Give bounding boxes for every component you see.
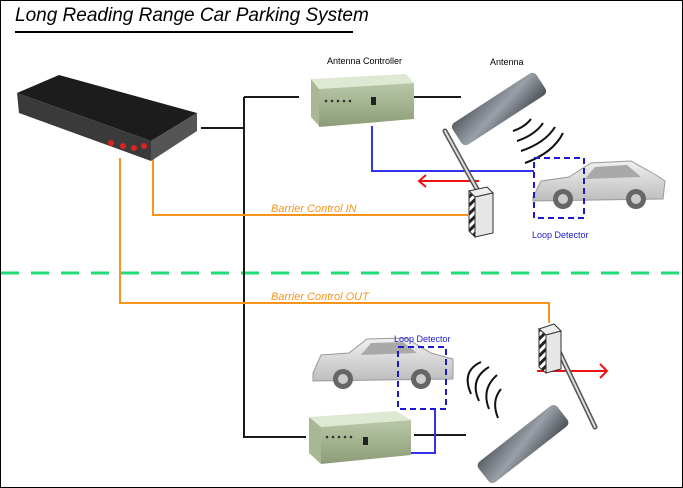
label-loop-detector-out: Loop Detector — [394, 334, 451, 344]
barrier-control-wires — [119, 158, 550, 323]
loop-detector-box-out — [397, 346, 447, 410]
car-exiting — [312, 337, 454, 389]
antenna-controller-device-bottom — [309, 411, 411, 464]
loop-detector-wires — [371, 126, 534, 454]
data-bus-wires — [201, 96, 466, 438]
label-antenna-controller: Antenna Controller — [327, 56, 403, 66]
antenna-controller-device-top — [311, 74, 414, 127]
barrier-gate-out — [538, 323, 598, 430]
page-title: Long Reading Range Car Parking System — [15, 5, 369, 26]
label-barrier-control-in: Barrier Control IN — [271, 203, 357, 215]
antenna-top — [451, 72, 547, 146]
antenna-bottom — [477, 404, 569, 484]
car-entering — [532, 160, 666, 209]
signal-waves-bottom — [466, 361, 502, 419]
label-antenna: Antenna — [490, 57, 524, 67]
direction-arrow-in — [417, 174, 479, 188]
signal-waves-top — [512, 118, 564, 164]
label-barrier-control-out: Barrier Control OUT — [271, 291, 369, 303]
barrier-gate-in — [442, 128, 494, 239]
loop-detector-box-in — [533, 157, 585, 219]
access-controller-device — [17, 75, 197, 161]
title-underline — [15, 31, 353, 33]
label-loop-detector-in: Loop Detector — [532, 230, 589, 240]
